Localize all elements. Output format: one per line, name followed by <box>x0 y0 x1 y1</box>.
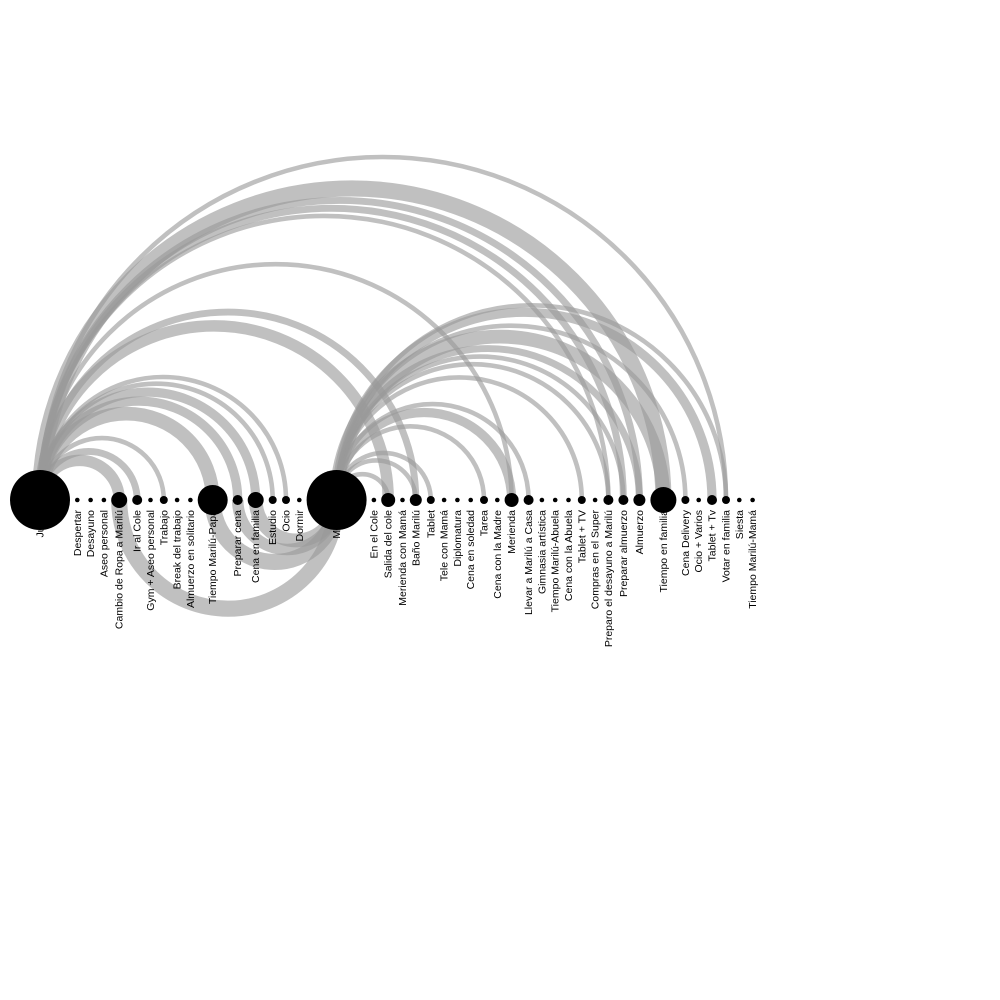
node-preparar-cena[interactable] <box>232 495 243 505</box>
node-merienda[interactable] <box>504 493 519 507</box>
node-ocio-1[interactable] <box>282 496 290 504</box>
node-label-cambio-ropa: Cambio de Ropa a Marilú <box>114 510 126 629</box>
node-almuerzo[interactable] <box>633 494 646 506</box>
nodes-layer <box>10 470 755 530</box>
node-merienda-mama[interactable] <box>400 497 405 503</box>
node-tele-mama[interactable] <box>441 497 447 503</box>
node-tiempo-marilu-papa[interactable] <box>197 485 228 515</box>
node-label-preparar-cena: Preparar cena <box>232 510 244 577</box>
node-cambio-ropa[interactable] <box>111 492 128 508</box>
node-label-merienda-mama: Merienda con Mamá <box>397 510 409 606</box>
node-label-almuerzo: Almuerzo <box>634 510 646 555</box>
node-desayuno[interactable] <box>88 497 93 503</box>
node-cena-delivery[interactable] <box>681 496 690 504</box>
node-label-en-el-cole: En el Cole <box>368 510 380 559</box>
node-label-compras: Compras en el Super <box>590 509 602 609</box>
node-label-bano-marilu: Baño Marilú <box>410 510 422 566</box>
arc-julian-tiempo-familia <box>31 180 672 501</box>
node-marilu[interactable] <box>306 470 367 530</box>
node-label-aseo-personal: Aseo personal <box>98 510 110 577</box>
node-label-tele-mama: Tele con Mamá <box>439 510 451 581</box>
node-despertar[interactable] <box>75 497 80 503</box>
node-label-cena-soledad: Cena en soledad <box>465 510 477 590</box>
node-en-el-cole[interactable] <box>371 497 377 503</box>
node-label-julian: Julián <box>35 510 47 538</box>
node-label-cena-delivery: Cena Delivery <box>680 509 692 576</box>
node-label-ocio-varios: Ocio + Varios <box>693 510 705 573</box>
node-label-desayuno: Desayuno <box>85 510 97 557</box>
node-bano-marilu[interactable] <box>409 494 422 506</box>
node-cena-familia-1[interactable] <box>247 492 264 508</box>
node-preparo-desayuno[interactable] <box>603 495 614 505</box>
arc-julian-votar <box>37 154 729 501</box>
node-label-tiempo-marilu-mama: Tiempo Marilú-Mamá <box>747 510 759 609</box>
node-ocio-varios[interactable] <box>696 497 701 503</box>
node-label-cena-madre: Cena con la Madre <box>492 510 504 599</box>
node-almuerzo-solitario[interactable] <box>188 497 193 503</box>
node-votar[interactable] <box>722 496 730 504</box>
node-trabajo[interactable] <box>159 496 168 504</box>
node-salida-cole[interactable] <box>381 493 396 507</box>
node-aseo-personal[interactable] <box>101 497 107 503</box>
node-llevar-marilu[interactable] <box>523 495 534 505</box>
node-label-llevar-marilu: Llevar a Marilú a Casa <box>523 510 535 615</box>
node-siesta[interactable] <box>737 497 742 503</box>
node-label-diplomatura: Diplomatura <box>452 510 464 567</box>
node-label-preparo-desayuno: Preparo el desayuno a Marilú <box>603 510 615 647</box>
node-preparar-almuerzo[interactable] <box>618 495 629 505</box>
node-break-trabajo[interactable] <box>174 497 180 503</box>
node-label-ir-al-cole: Ir al Cole <box>132 510 144 552</box>
node-label-almuerzo-solitario: Almuerzo en solitario <box>185 510 197 608</box>
node-label-tiempo-marilu-papa: Tiempo Marilú-Papá <box>207 510 219 604</box>
node-ir-al-cole[interactable] <box>132 495 143 505</box>
node-label-tablet-1: Tablet <box>425 510 437 538</box>
node-estudio[interactable] <box>268 496 277 504</box>
node-gym[interactable] <box>148 497 153 503</box>
node-label-salida-cole: Salida del cole <box>383 510 395 578</box>
node-label-tarea: Tarea <box>479 510 491 536</box>
node-tiempo-marilu-abuela[interactable] <box>552 497 558 503</box>
arc-marilu-votar <box>334 303 729 501</box>
node-diplomatura[interactable] <box>455 497 460 503</box>
node-label-cena-abuela: Cena con la Abuela <box>563 510 575 601</box>
node-label-trabajo: Trabajo <box>158 510 170 545</box>
node-gimnasia[interactable] <box>539 497 545 503</box>
node-label-merienda: Merienda <box>506 510 518 554</box>
node-label-tablet-tv-2: Tablet + Tv <box>707 509 719 561</box>
node-label-gym: Gym + Aseo personal <box>145 510 157 611</box>
node-tiempo-familia[interactable] <box>650 487 677 513</box>
node-label-estudio: Estudio <box>267 510 279 545</box>
node-label-preparar-almuerzo: Preparar almuerzo <box>618 510 630 597</box>
node-cena-soledad[interactable] <box>468 497 474 503</box>
node-compras[interactable] <box>592 497 598 503</box>
node-tablet-tv-2[interactable] <box>707 495 717 505</box>
node-label-marilu: Marilú <box>331 510 343 539</box>
node-cena-madre[interactable] <box>495 497 500 503</box>
node-label-gimnasia: Gimnasia artística <box>536 510 548 594</box>
node-label-break-trabajo: Break del trabajo <box>172 510 184 590</box>
node-tarea[interactable] <box>480 496 488 504</box>
node-label-votar: Votar en familia <box>721 510 733 583</box>
node-label-tiempo-familia: Tiempo en familia <box>658 510 670 593</box>
node-label-siesta: Siesta <box>734 510 746 539</box>
node-label-tablet-tv: Tablet + TV <box>576 510 588 563</box>
node-label-ocio-1: Ocio <box>281 510 293 532</box>
node-label-cena-familia-1: Cena en familia <box>250 510 262 583</box>
node-tiempo-marilu-mama[interactable] <box>750 497 755 503</box>
node-dormir[interactable] <box>297 497 302 503</box>
node-label-despertar: Despertar <box>72 510 84 557</box>
node-cena-abuela[interactable] <box>566 497 571 503</box>
arc-cambio-ropa-marilu <box>111 499 345 617</box>
node-label-dormir: Dormir <box>294 510 306 542</box>
node-tablet-tv[interactable] <box>577 496 586 504</box>
node-tablet-1[interactable] <box>426 496 435 504</box>
node-label-tiempo-marilu-abuela: Tiempo Marilú-Abuela <box>550 510 562 612</box>
node-julian[interactable] <box>10 470 70 530</box>
